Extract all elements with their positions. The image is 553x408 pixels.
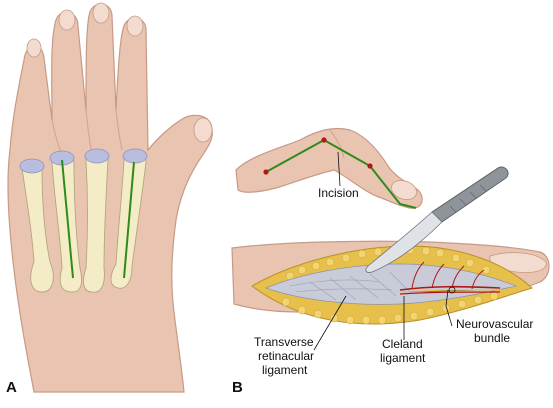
metacarpal-3 (83, 150, 109, 293)
finger-nail (391, 180, 417, 200)
neuro-leader (445, 289, 453, 327)
incision-point-3 (367, 163, 373, 169)
panel-b-finger (235, 127, 423, 209)
finger-silhouette (235, 127, 423, 209)
middle-nail (58, 9, 76, 31)
metacarpal-3-head (84, 148, 110, 164)
metacarpals (19, 148, 148, 293)
ring-nail (92, 2, 110, 24)
nerve-strand (401, 289, 503, 293)
scalpel-icon (365, 166, 509, 273)
incision-line-dorsal-2 (123, 161, 135, 279)
ligament-tissue (264, 263, 518, 305)
little-nail (126, 15, 144, 37)
metacarpal-1-head (19, 158, 45, 174)
panel-b-label: B (232, 379, 243, 396)
ligament-fibers (289, 271, 413, 301)
neuro-label-line2: bundle (474, 331, 510, 345)
metacarpal-2 (51, 152, 83, 293)
cleland-label-line2: ligament (380, 351, 426, 365)
transverse-label-line3: ligament (262, 363, 308, 377)
incision-leader (337, 151, 341, 187)
neuro-leader-hook (448, 286, 456, 294)
incision-point-2 (321, 137, 327, 143)
scalpel-blade (365, 211, 443, 273)
index-nail (26, 38, 42, 58)
transverse-leader (313, 295, 347, 351)
fat-globules (281, 245, 499, 325)
transverse-label-line1: Transverse (254, 335, 314, 349)
neurovascular-vessels (399, 261, 501, 295)
scalpel-handle (431, 166, 509, 223)
incision-point-1 (263, 169, 269, 175)
thumb-nail (193, 117, 213, 143)
panel-a-hand (7, 2, 213, 393)
panel-b-open-finger (231, 240, 550, 325)
cleland-label-line1: Cleland (382, 337, 423, 351)
panel-a-label: A (6, 379, 17, 396)
incision-line-dorsal-1 (61, 159, 74, 279)
neuro-label-line1: Neurovascular (456, 317, 533, 331)
transverse-label-line2: retinacular (258, 349, 314, 363)
metacarpal-4-head (122, 148, 148, 164)
incision-label: Incision (318, 186, 359, 200)
